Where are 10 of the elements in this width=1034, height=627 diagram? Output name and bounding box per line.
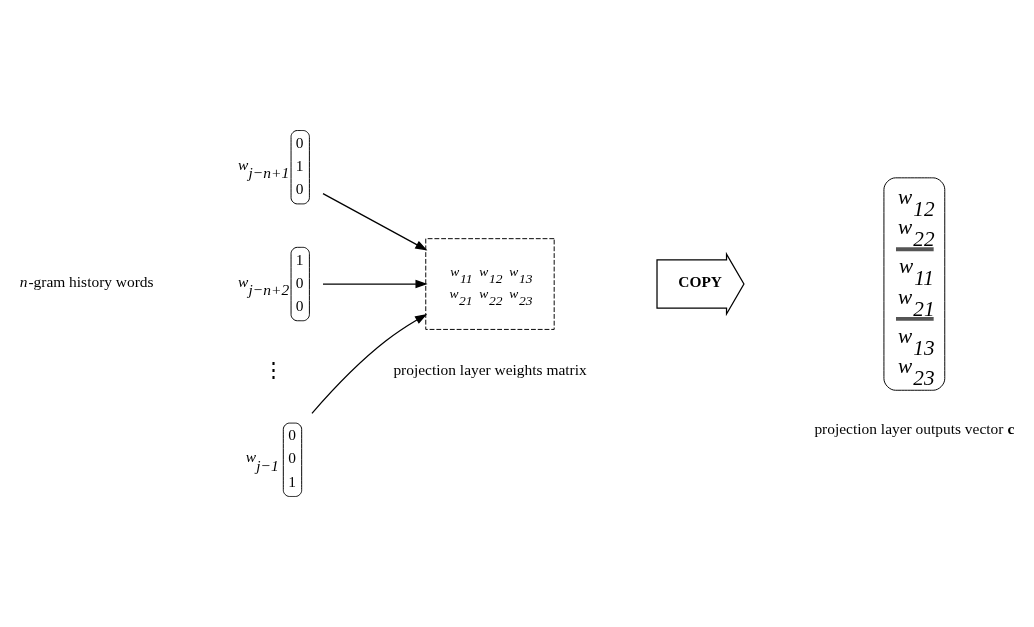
node-label: projection layer outputs vector c [814, 420, 1015, 438]
node-label: projection layer weights matrix [393, 360, 587, 378]
node-box: 1 0 0 [290, 246, 310, 322]
node-box: 0 1 0 [290, 130, 310, 205]
node-box: 0 0 1 [282, 422, 303, 497]
arrow [322, 192, 428, 251]
node-text: n-gram history words [19, 272, 154, 290]
label: ⋮ [263, 358, 285, 383]
arrow [322, 279, 428, 289]
arrow [311, 313, 428, 414]
